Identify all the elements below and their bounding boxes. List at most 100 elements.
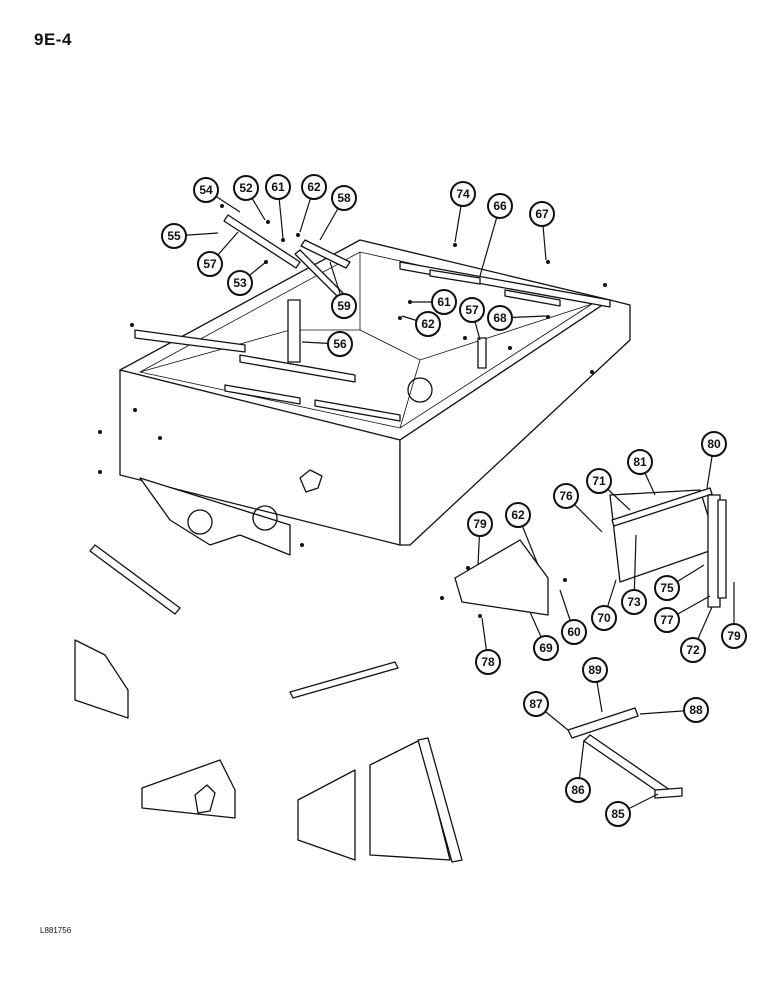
deflector-panel bbox=[454, 539, 549, 616]
callout-circle bbox=[265, 174, 291, 200]
callout-57a: 57 bbox=[197, 231, 239, 277]
callout-label: 59 bbox=[337, 299, 351, 313]
rim-rail-back-short-2 bbox=[504, 289, 561, 307]
callout-circle bbox=[529, 201, 555, 227]
callout-label: 87 bbox=[529, 697, 543, 711]
callout-label: 81 bbox=[633, 455, 647, 469]
callout-circle bbox=[467, 511, 493, 537]
stand-foot bbox=[654, 787, 683, 799]
callout-circle bbox=[475, 649, 501, 675]
callout-label: 61 bbox=[271, 180, 285, 194]
callout-label: 62 bbox=[307, 180, 321, 194]
middle-strap bbox=[289, 661, 399, 699]
bracket-57-right bbox=[477, 337, 487, 369]
hopper-sump bbox=[139, 477, 291, 556]
side-shield-assembly bbox=[609, 487, 727, 608]
bracket-52 bbox=[223, 214, 301, 269]
callout-label: 56 bbox=[333, 337, 347, 351]
callout-circle bbox=[450, 181, 476, 207]
callout-68: 68 bbox=[487, 305, 547, 331]
vertical-bracket bbox=[287, 299, 301, 363]
callout-60: 60 bbox=[559, 589, 587, 645]
callout-59: 59 bbox=[329, 261, 357, 319]
callout-79b: 79 bbox=[721, 582, 747, 649]
rim-rail-back-short bbox=[429, 269, 481, 285]
stand-leg bbox=[583, 734, 671, 797]
callout-label: 53 bbox=[233, 276, 247, 290]
stand-assembly bbox=[567, 707, 683, 799]
callout-58: 58 bbox=[319, 185, 357, 241]
callout-label: 58 bbox=[337, 191, 351, 205]
callout-circle bbox=[233, 175, 259, 201]
callout-circle bbox=[586, 468, 612, 494]
callout-circle bbox=[591, 605, 617, 631]
callout-circle bbox=[565, 777, 591, 803]
callout-circle bbox=[721, 623, 747, 649]
deflector-assembly bbox=[440, 539, 567, 618]
callout-circle bbox=[227, 270, 253, 296]
callout-54: 54 bbox=[193, 177, 241, 213]
callout-label: 73 bbox=[627, 595, 641, 609]
callout-circle bbox=[561, 619, 587, 645]
callout-circle bbox=[701, 431, 727, 457]
callout-label: 78 bbox=[481, 655, 495, 669]
callout-62a: 62 bbox=[299, 174, 327, 233]
hopper-box bbox=[98, 204, 631, 556]
callout-67: 67 bbox=[529, 201, 555, 261]
shield-top-rail bbox=[611, 487, 713, 527]
callout-55: 55 bbox=[161, 223, 219, 249]
callout-61b: 61 bbox=[412, 289, 457, 315]
shield-vertical-strip-2 bbox=[717, 499, 727, 599]
loose-parts bbox=[74, 544, 463, 863]
callout-circle bbox=[654, 575, 680, 601]
callout-66: 66 bbox=[479, 193, 513, 277]
callout-label: 80 bbox=[707, 437, 721, 451]
lower-left-panel bbox=[141, 759, 236, 819]
callout-61a: 61 bbox=[265, 174, 291, 239]
callout-71: 71 bbox=[586, 468, 631, 511]
callout-circle bbox=[331, 293, 357, 319]
lower-middle-strip bbox=[417, 737, 463, 863]
callout-label: 69 bbox=[539, 641, 553, 655]
callout-53: 53 bbox=[227, 261, 267, 296]
callout-69: 69 bbox=[529, 611, 559, 661]
callout-circle bbox=[193, 177, 219, 203]
callout-label: 57 bbox=[465, 303, 479, 317]
callout-label: 68 bbox=[493, 311, 507, 325]
callout-label: 60 bbox=[567, 625, 581, 639]
callout-circle bbox=[621, 589, 647, 615]
bracket-58 bbox=[300, 239, 351, 269]
callout-label: 74 bbox=[456, 187, 470, 201]
callout-81: 81 bbox=[627, 449, 656, 496]
callout-circle bbox=[197, 251, 223, 277]
callout-label: 75 bbox=[660, 581, 674, 595]
callout-label: 86 bbox=[571, 783, 585, 797]
callout-label: 76 bbox=[559, 489, 573, 503]
callout-circle bbox=[680, 637, 706, 663]
callout-circle bbox=[459, 297, 485, 323]
left-gusset-panel bbox=[74, 639, 129, 719]
callout-label: 71 bbox=[592, 474, 606, 488]
sump-opening-left bbox=[187, 509, 213, 535]
callout-56: 56 bbox=[301, 331, 353, 357]
callout-label: 85 bbox=[611, 807, 625, 821]
callout-circle bbox=[627, 449, 653, 475]
callout-label: 77 bbox=[660, 613, 674, 627]
stand-crossbar bbox=[567, 707, 639, 739]
callout-88: 88 bbox=[639, 697, 709, 723]
callout-circle bbox=[523, 691, 549, 717]
lower-middle-panel-right bbox=[369, 739, 451, 861]
rim-rail-front-left bbox=[134, 329, 246, 353]
inner-opening bbox=[407, 377, 433, 403]
callout-circle bbox=[161, 223, 187, 249]
callout-79a: 79 bbox=[467, 511, 493, 566]
callout-circle bbox=[505, 502, 531, 528]
callout-75: 75 bbox=[654, 564, 705, 601]
callout-label: 62 bbox=[511, 508, 525, 522]
callout-label: 62 bbox=[421, 317, 435, 331]
callout-label: 55 bbox=[167, 229, 181, 243]
rim-rail-front-middle bbox=[239, 354, 356, 383]
callout-57b: 57 bbox=[459, 297, 485, 341]
